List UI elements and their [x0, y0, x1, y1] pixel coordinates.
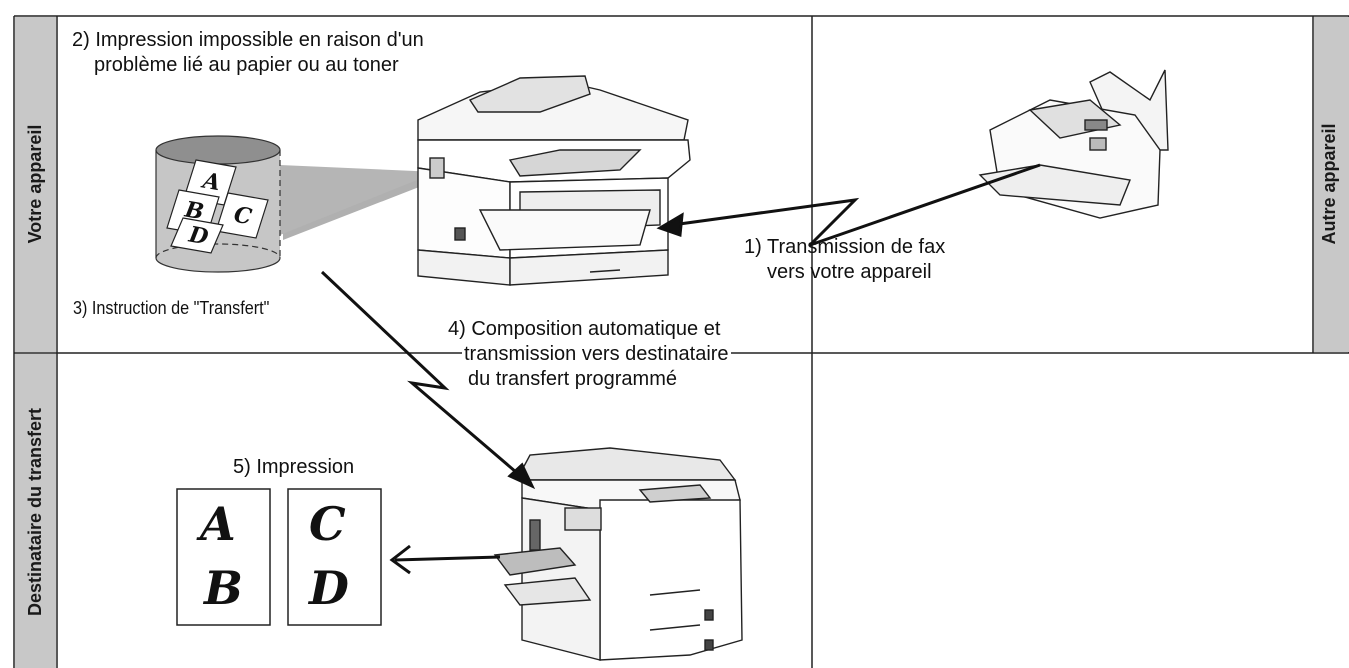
label-destinataire-du-transfert: Destinataire du transfert — [25, 407, 45, 617]
your-machine-icon — [417, 75, 691, 286]
transmission-line-step1 — [656, 163, 1041, 247]
step2-text-line1: 2) Impression impossible en raison d'un — [72, 29, 424, 51]
memory-page-letter-c: C — [231, 201, 254, 231]
step2-text-line2: problème lié au papier ou au toner — [94, 54, 399, 76]
remote-fax-icon — [978, 69, 1169, 219]
printed-page-right — [287, 488, 382, 626]
step4-text-line1: 4) Composition automatique et — [446, 317, 723, 342]
destination-machine-icon — [493, 447, 743, 661]
print-arrow — [389, 544, 501, 575]
step3-text: 3) Instruction de "Transfert" — [73, 298, 270, 318]
printed-pages — [176, 488, 382, 626]
printed-letter-b: B — [204, 561, 243, 615]
side-bar-destinataire — [15, 354, 56, 668]
printed-letter-c: C — [309, 497, 346, 551]
printed-letter-a: A — [200, 497, 236, 551]
printed-letter-d: D — [309, 561, 349, 615]
printed-page-left — [176, 488, 271, 626]
step1-text-line1: 1) Transmission de fax — [744, 236, 946, 258]
step4-text-line3: du transfert programmé — [466, 367, 679, 392]
label-autre-appareil: Autre appareil — [1319, 123, 1339, 245]
step5-text: 5) Impression — [233, 456, 355, 478]
memory-cylinder-icon — [155, 135, 437, 273]
label-votre-appareil: Votre appareil — [25, 124, 45, 244]
side-bar-votre — [15, 17, 56, 352]
transmission-line-step4 — [320, 270, 536, 490]
side-bar-autre — [1314, 17, 1349, 352]
step1-text-line2: vers votre appareil — [767, 261, 932, 283]
step4-text-line2: transmission vers destinataire — [462, 342, 731, 367]
grid-lines — [13, 15, 1349, 668]
